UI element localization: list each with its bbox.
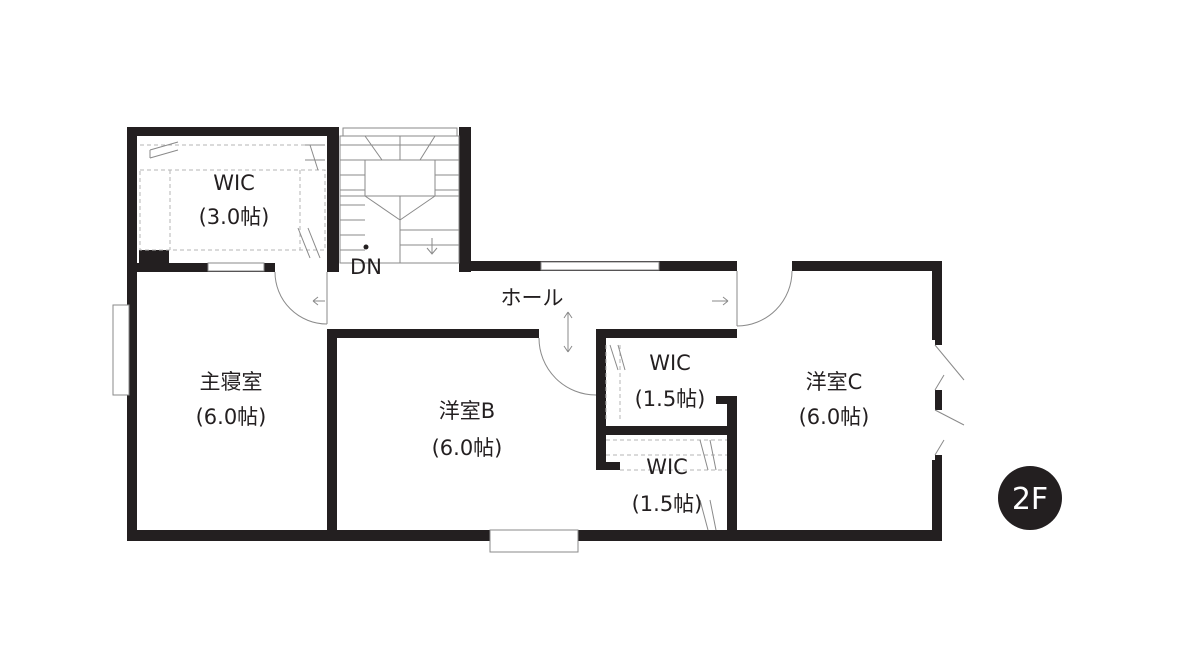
floor-badge: 2F [998,466,1062,530]
stair-down-label: DN [350,255,382,279]
room-c-size: (6.0帖) [799,405,870,429]
floor-badge-label: 2F [1012,482,1048,517]
room-b-name: 洋室B [439,399,495,423]
wic-top-size: (3.0帖) [199,205,270,229]
master-bedroom-name: 主寝室 [200,370,263,394]
door-swings [274,270,793,396]
wic-mid-name: WIC [649,351,691,375]
room-labels: WIC (3.0帖) DN ホール 主寝室 (6.0帖) 洋室B (6.0帖) … [196,171,870,516]
wic-low-name: WIC [646,455,688,479]
wic-mid-size: (1.5帖) [635,387,706,411]
closet-details [139,141,727,531]
hall-label: ホール [501,286,564,310]
wic-low-size: (1.5帖) [632,492,703,516]
room-c-name: 洋室C [806,370,863,394]
master-bedroom-size: (6.0帖) [196,405,267,429]
wic-top-name: WIC [213,171,255,195]
room-b-size: (6.0帖) [432,436,503,460]
staircase [339,135,460,264]
floor-badge-circle [998,466,1062,530]
